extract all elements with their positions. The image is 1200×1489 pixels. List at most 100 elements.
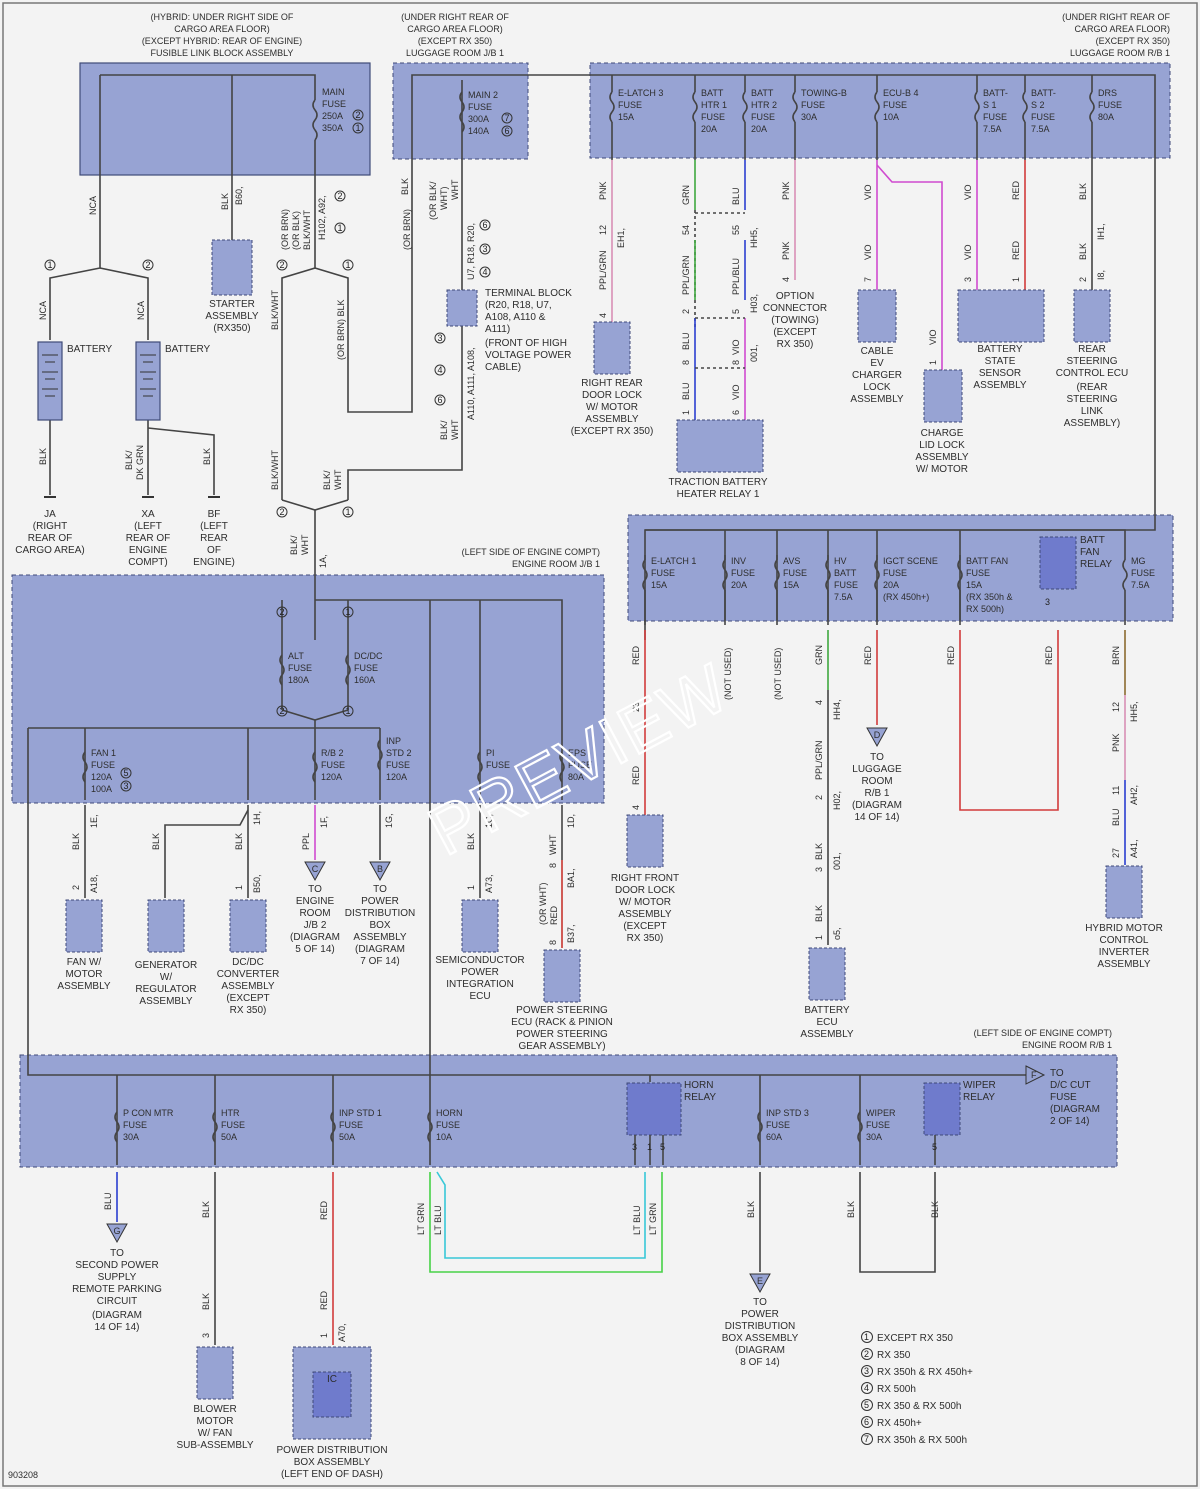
svg-text:5: 5 — [864, 1400, 869, 1410]
svg-text:HEATER RELAY 1: HEATER RELAY 1 — [677, 489, 760, 500]
power-steering-ecu: POWER STEERING ECU (RACK & PINION POWER … — [511, 949, 613, 1052]
svg-text:ENGINE: ENGINE — [296, 896, 335, 907]
svg-text:HH5,: HH5, — [749, 227, 759, 248]
rb1-lower-fuses: E-LATCH 1FUSE15AINVFUSE20AAVSFUSE15AHVBA… — [642, 555, 1155, 625]
svg-text:XA: XA — [141, 509, 155, 520]
ground-ja: JA (RIGHT REAR OF CARGO AREA) — [15, 496, 85, 556]
svg-text:BATT-: BATT- — [983, 88, 1008, 98]
svg-text:DISTRIBUTION: DISTRIBUTION — [725, 1321, 796, 1332]
svg-text:1G,: 1G, — [384, 813, 394, 828]
svg-text:7.5A: 7.5A — [983, 124, 1002, 134]
svg-text:FUSE: FUSE — [834, 580, 858, 590]
svg-text:ENGINE): ENGINE) — [193, 557, 235, 568]
svg-text:FUSE: FUSE — [221, 1120, 245, 1130]
main-wiring — [49, 74, 463, 640]
engine-room-jb1-block — [11, 574, 605, 804]
svg-text:A18,: A18, — [89, 874, 99, 893]
svg-text:FUSE: FUSE — [1050, 1092, 1077, 1103]
svg-text:BLK: BLK — [400, 178, 410, 195]
svg-text:4: 4 — [864, 1383, 869, 1393]
svg-text:BLK: BLK — [466, 833, 476, 850]
svg-text:20A: 20A — [731, 580, 747, 590]
svg-text:STD 2: STD 2 — [386, 748, 412, 758]
svg-text:CHARGE: CHARGE — [921, 428, 964, 439]
svg-text:CONNECTOR: CONNECTOR — [763, 303, 827, 314]
svg-text:20A: 20A — [751, 124, 767, 134]
svg-text:50A: 50A — [221, 1132, 237, 1142]
svg-text:DK GRN: DK GRN — [135, 445, 145, 480]
svg-text:BLK/: BLK/ — [124, 450, 134, 470]
svg-text:JA: JA — [44, 509, 56, 520]
svg-text:RX 350: RX 350 — [877, 1350, 911, 1361]
svg-text:REAR: REAR — [1078, 344, 1106, 355]
svg-text:HH5,: HH5, — [1129, 701, 1139, 722]
svg-text:8: 8 — [731, 360, 741, 365]
horn-relay: HORN RELAY 3 1 5 — [626, 1080, 716, 1165]
svg-text:POWER: POWER — [741, 1309, 779, 1320]
svg-text:ASSEMBLY: ASSEMBLY — [915, 452, 968, 463]
svg-text:FUSE: FUSE — [983, 112, 1007, 122]
engine-rb1-bus — [116, 1075, 861, 1165]
svg-text:AVS: AVS — [783, 556, 800, 566]
svg-text:RX 350h & RX 450h+: RX 350h & RX 450h+ — [877, 1367, 973, 1378]
main-fuse: MAIN FUSE 250A 350A 2 1 — [312, 87, 364, 141]
svg-text:1D,: 1D, — [566, 814, 576, 828]
svg-text:1: 1 — [346, 607, 351, 617]
svg-text:GEAR ASSEMBLY): GEAR ASSEMBLY) — [518, 1041, 605, 1052]
svg-text:IH1,: IH1, — [1096, 223, 1106, 240]
svg-text:VIO: VIO — [731, 384, 741, 400]
svg-text:(RX350): (RX350) — [213, 323, 250, 334]
svg-text:SENSOR: SENSOR — [979, 368, 1021, 379]
svg-text:SUB-ASSEMBLY: SUB-ASSEMBLY — [176, 1440, 253, 1451]
luggage-room-rb1-top-block — [589, 62, 1171, 159]
rb1-lower-wire-labels: RED 23 RED 4 (NOT USED) (NOT USED) GRN 4… — [631, 645, 1139, 940]
svg-text:(UNDER RIGHT REAR OF: (UNDER RIGHT REAR OF — [1062, 12, 1170, 22]
svg-text:CHARGER: CHARGER — [852, 370, 902, 381]
svg-text:250A: 250A — [322, 111, 343, 121]
svg-text:A73,: A73, — [484, 874, 494, 893]
svg-text:ASSEMBLY: ASSEMBLY — [221, 981, 274, 992]
svg-text:HV: HV — [834, 556, 847, 566]
to-luggage-room-rb1-connector: D TO LUGGAGE ROOM R/B 1 (DIAGRAM 14 OF 1… — [852, 727, 902, 823]
svg-text:INP: INP — [386, 736, 401, 746]
svg-text:FAN: FAN — [1080, 547, 1099, 558]
svg-text:BA1,: BA1, — [566, 868, 576, 888]
svg-text:RED: RED — [1011, 180, 1021, 200]
svg-text:CARGO AREA FLOOR): CARGO AREA FLOOR) — [407, 24, 503, 34]
svg-text:1: 1 — [356, 123, 361, 133]
battery-left: BATTERY — [37, 341, 113, 421]
svg-text:CONVERTER: CONVERTER — [217, 969, 280, 980]
svg-text:20A: 20A — [883, 580, 899, 590]
svg-text:FUSE: FUSE — [123, 1120, 147, 1130]
svg-text:(RX 450h+): (RX 450h+) — [883, 592, 929, 602]
svg-text:TERMINAL BLOCK: TERMINAL BLOCK — [485, 288, 572, 299]
svg-text:2: 2 — [356, 110, 361, 120]
svg-text:LINK: LINK — [1081, 406, 1104, 417]
svg-text:ROOM: ROOM — [299, 908, 330, 919]
svg-text:RIGHT FRONT: RIGHT FRONT — [611, 873, 679, 884]
svg-text:7.5A: 7.5A — [1031, 124, 1050, 134]
svg-text:80A: 80A — [568, 772, 584, 782]
svg-text:LUGGAGE: LUGGAGE — [852, 764, 902, 775]
svg-text:RED: RED — [319, 1200, 329, 1220]
svg-text:1A,: 1A, — [318, 554, 328, 568]
rb1-top-bus — [590, 74, 1156, 640]
svg-text:VIO: VIO — [963, 244, 973, 260]
svg-text:BRN: BRN — [1111, 646, 1121, 665]
svg-text:(DIAGRAM: (DIAGRAM — [852, 800, 902, 811]
luggage-jb1-header: (UNDER RIGHT REAR OF CARGO AREA FLOOR) (… — [401, 12, 509, 58]
svg-text:(EXCEPT: (EXCEPT — [226, 993, 269, 1004]
svg-text:FUSE: FUSE — [568, 760, 592, 770]
svg-text:BATTERY: BATTERY — [804, 1005, 850, 1016]
luggage-room-rb1-lower-block — [627, 514, 1174, 622]
svg-text:4: 4 — [631, 805, 641, 810]
svg-text:W/ MOTOR: W/ MOTOR — [586, 402, 638, 413]
